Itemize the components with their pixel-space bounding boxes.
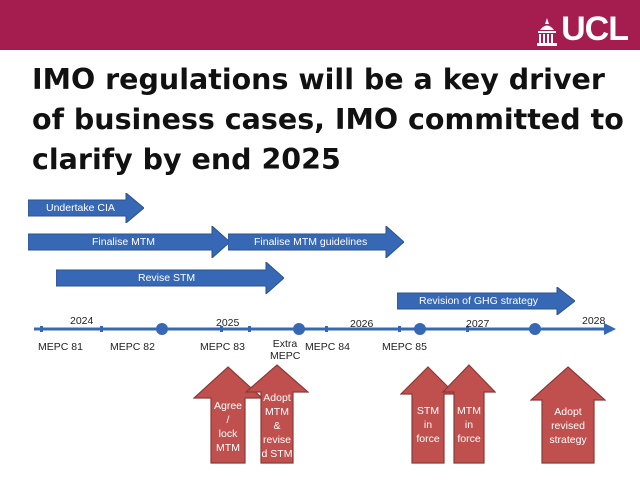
mepc-85-label: MEPC 85 bbox=[382, 341, 427, 353]
finalise-mtm-guidelines-label: Finalise MTM guidelines bbox=[254, 236, 368, 248]
adopt-mtm-line: & bbox=[273, 420, 281, 432]
timeline-node bbox=[529, 323, 541, 335]
year-2028: 2028 bbox=[582, 315, 606, 327]
ucl-logo: UCL bbox=[537, 10, 629, 48]
adopt-strategy-line: Adopt bbox=[554, 406, 582, 418]
revision-ghg-strategy-label: Revision of GHG strategy bbox=[419, 295, 539, 307]
timeline-node bbox=[156, 323, 168, 335]
mtm-in-force-event: MTM in force bbox=[442, 364, 496, 464]
undertake-cia-arrow: Undertake CIA bbox=[28, 193, 144, 223]
mtm-in-force-line: MTM bbox=[457, 405, 481, 417]
timeline-tick bbox=[248, 326, 251, 332]
adopt-mtm-line: MTM bbox=[265, 406, 289, 418]
adopt-strategy-line: strategy bbox=[549, 434, 587, 446]
extra-mepc-label: Extra MEPC bbox=[270, 338, 300, 362]
stm-in-force-line: in bbox=[423, 419, 433, 431]
extra-mepc-line1: Extra bbox=[272, 338, 298, 350]
year-2026: 2026 bbox=[350, 318, 374, 330]
timeline-node bbox=[414, 323, 426, 335]
finalise-mtm-guidelines-arrow: Finalise MTM guidelines bbox=[228, 226, 404, 258]
timeline-tick bbox=[40, 326, 43, 332]
header-banner bbox=[0, 0, 640, 50]
finalise-mtm-arrow: Finalise MTM bbox=[28, 226, 230, 258]
mepc-81-label: MEPC 81 bbox=[38, 341, 83, 353]
mtm-in-force-line: force bbox=[457, 433, 481, 445]
revise-stm-label: Revise STM bbox=[138, 272, 196, 284]
timeline-node bbox=[293, 323, 305, 335]
extra-mepc-line2: MEPC bbox=[270, 350, 301, 362]
mepc-84-label: MEPC 84 bbox=[305, 341, 350, 353]
agree-line: Agree bbox=[213, 400, 243, 412]
adopt-revised-strategy-event: Adopt revised strategy bbox=[530, 366, 606, 464]
agree-line: / bbox=[226, 414, 230, 426]
adopt-mtm-line: Adopt bbox=[263, 392, 291, 404]
finalise-mtm-label: Finalise MTM bbox=[92, 236, 156, 248]
undertake-cia-label: Undertake CIA bbox=[46, 202, 115, 214]
portico-icon bbox=[537, 18, 558, 46]
timeline-tick bbox=[100, 326, 103, 332]
mepc-82-label: MEPC 82 bbox=[110, 341, 155, 353]
year-2025: 2025 bbox=[216, 317, 240, 329]
revision-ghg-strategy-arrow: Revision of GHG strategy bbox=[397, 287, 575, 315]
timeline-tick bbox=[325, 326, 328, 332]
adopt-strategy-line: revised bbox=[551, 420, 585, 432]
agree-line: lock bbox=[218, 428, 238, 440]
mepc-83-label: MEPC 83 bbox=[200, 341, 245, 353]
stm-in-force-line: STM bbox=[416, 405, 440, 417]
adopt-mtm-revised-stm-event: Adopt MTM & revise d STM bbox=[245, 364, 309, 464]
revise-stm-arrow: Revise STM bbox=[56, 262, 284, 294]
year-2024: 2024 bbox=[70, 315, 94, 327]
mtm-in-force-line: in bbox=[464, 419, 474, 431]
adopt-mtm-line: revise bbox=[262, 434, 291, 446]
logo-text: UCL bbox=[561, 10, 629, 48]
adopt-mtm-line: d STM bbox=[261, 448, 293, 460]
agree-lock-mtm-event: Agree / lock MTM bbox=[193, 366, 263, 464]
year-2027: 2027 bbox=[466, 318, 490, 330]
slide-title: IMO regulations will be a key driver of … bbox=[32, 63, 624, 176]
timeline-tick bbox=[398, 326, 401, 332]
agree-line: MTM bbox=[216, 442, 240, 454]
stm-in-force-event: STM in force bbox=[400, 366, 456, 464]
stm-in-force-line: force bbox=[416, 433, 440, 445]
